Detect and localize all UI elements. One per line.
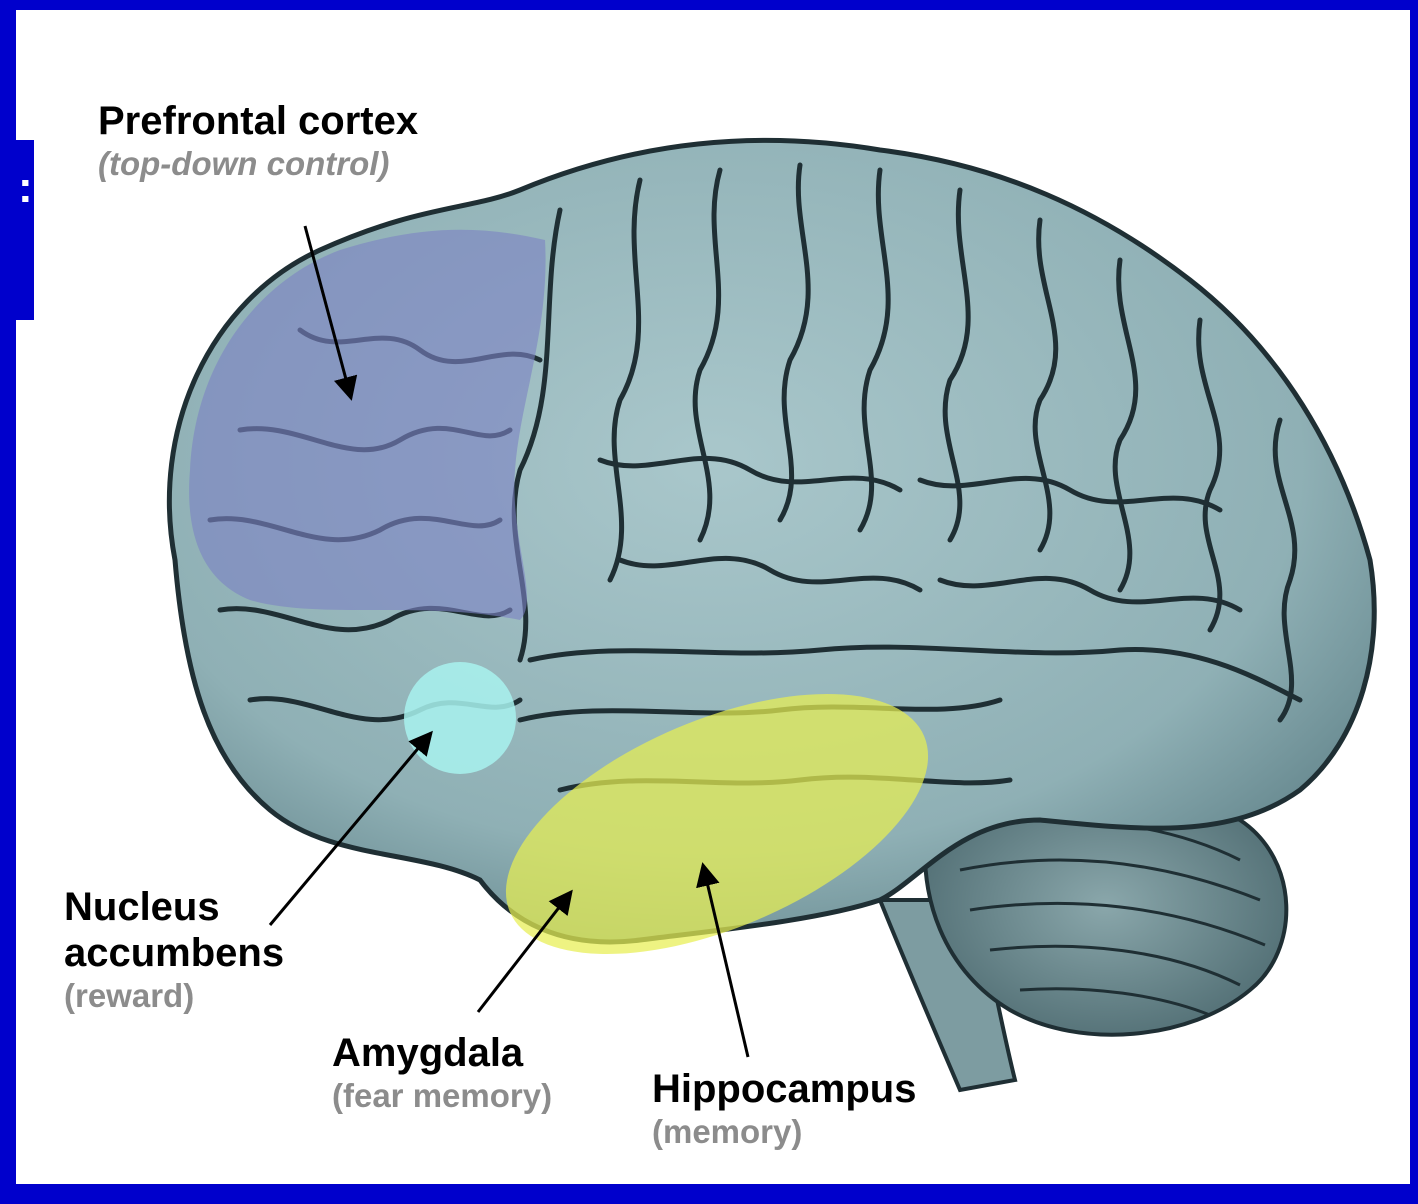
prefrontal-cortex-highlight xyxy=(189,230,545,620)
prefrontal-cortex-role: (top-down control) xyxy=(98,144,418,184)
nucleus-accumbens-name-line2: accumbens xyxy=(64,930,284,976)
prefrontal-cortex-name: Prefrontal cortex xyxy=(98,98,418,144)
nucleus-accumbens-highlight xyxy=(404,662,516,774)
hippocampus-label: Hippocampus (memory) xyxy=(652,1066,916,1152)
nucleus-accumbens-name-line1: Nucleus xyxy=(64,884,284,930)
prefrontal-cortex-label: Prefrontal cortex (top-down control) xyxy=(98,98,418,184)
amygdala-role: (fear memory) xyxy=(332,1076,552,1116)
hippocampus-name: Hippocampus xyxy=(652,1066,916,1112)
nucleus-accumbens-role: (reward) xyxy=(64,976,284,1016)
hippocampus-role: (memory) xyxy=(652,1112,916,1152)
amygdala-label: Amygdala (fear memory) xyxy=(332,1030,552,1116)
nucleus-accumbens-label: Nucleus accumbens (reward) xyxy=(64,884,284,1016)
amygdala-name: Amygdala xyxy=(332,1030,552,1076)
